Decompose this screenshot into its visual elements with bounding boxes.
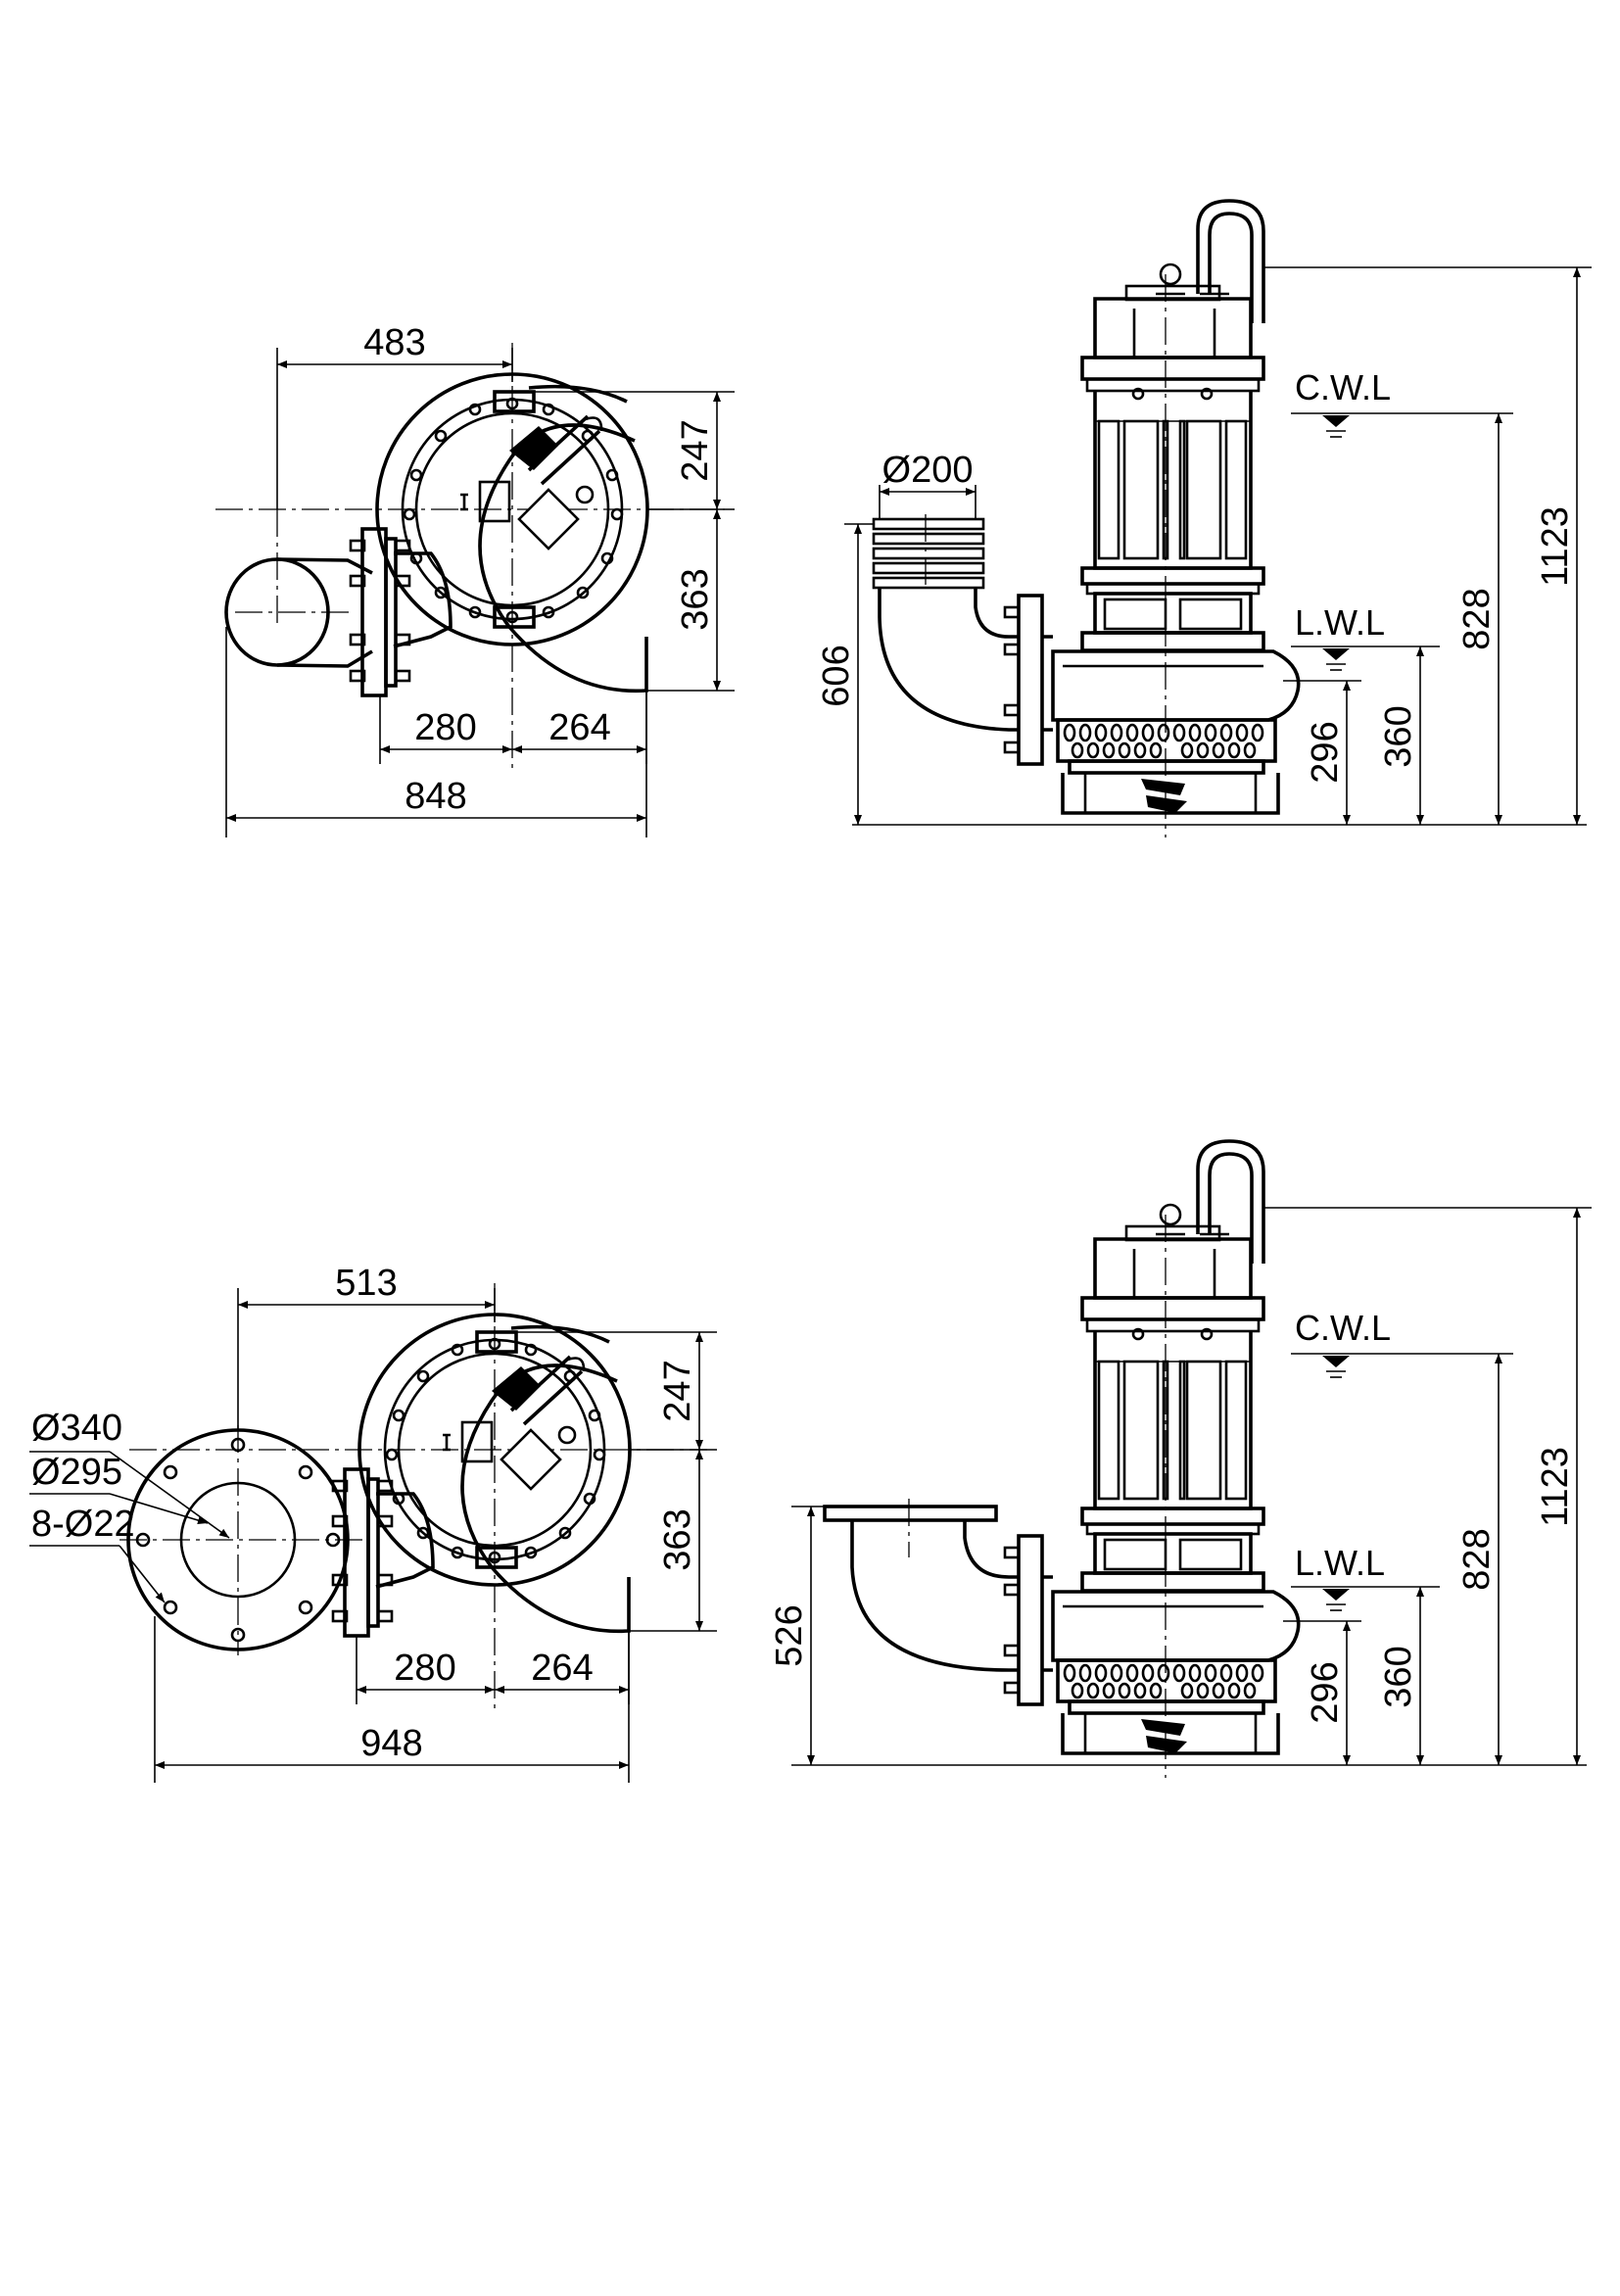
dim-296-b: 296 bbox=[1305, 1661, 1346, 1723]
dim-606: 606 bbox=[816, 645, 857, 706]
top-elevation-view: Ø200 606 C.W.L L.W.L 296 360 828 1123 bbox=[816, 199, 1592, 837]
dim-247-b: 247 bbox=[657, 1360, 698, 1421]
dim-280-b: 280 bbox=[394, 1648, 455, 1689]
dim-280: 280 bbox=[414, 707, 476, 748]
dim-264: 264 bbox=[548, 707, 610, 748]
dim-363-b: 363 bbox=[657, 1508, 698, 1570]
dim-o295: Ø295 bbox=[31, 1452, 122, 1493]
lwl-label: L.W.L bbox=[1295, 602, 1385, 643]
dim-360: 360 bbox=[1378, 705, 1419, 767]
bottom-elevation-view: 526 C.W.L L.W.L 296 360 828 1123 bbox=[769, 1139, 1592, 1778]
dim-483: 483 bbox=[363, 322, 425, 363]
top-plan-view: 483 247 363 280 264 848 bbox=[215, 322, 735, 837]
dim-948: 948 bbox=[360, 1723, 422, 1764]
dim-513: 513 bbox=[335, 1263, 397, 1304]
dim-828: 828 bbox=[1456, 588, 1498, 649]
dim-o200: Ø200 bbox=[882, 450, 974, 491]
cwl-label: C.W.L bbox=[1295, 367, 1391, 407]
dim-828-b: 828 bbox=[1456, 1528, 1498, 1590]
dim-8-o22: 8-Ø22 bbox=[31, 1504, 135, 1545]
lwl-label-b: L.W.L bbox=[1295, 1543, 1385, 1583]
dim-526: 526 bbox=[769, 1604, 810, 1666]
dim-1123-b: 1123 bbox=[1535, 1447, 1576, 1527]
dim-363: 363 bbox=[675, 568, 716, 630]
dim-360-b: 360 bbox=[1378, 1646, 1419, 1707]
dim-247: 247 bbox=[675, 419, 716, 481]
dim-o340: Ø340 bbox=[31, 1408, 122, 1449]
dim-264-b: 264 bbox=[531, 1648, 593, 1689]
bottom-plan-view: Ø340 Ø295 8-Ø22 513 247 363 280 264 948 bbox=[29, 1263, 717, 1783]
dim-848: 848 bbox=[405, 776, 466, 817]
dim-296: 296 bbox=[1305, 721, 1346, 783]
cwl-label-b: C.W.L bbox=[1295, 1308, 1391, 1348]
dim-1123: 1123 bbox=[1535, 506, 1576, 587]
